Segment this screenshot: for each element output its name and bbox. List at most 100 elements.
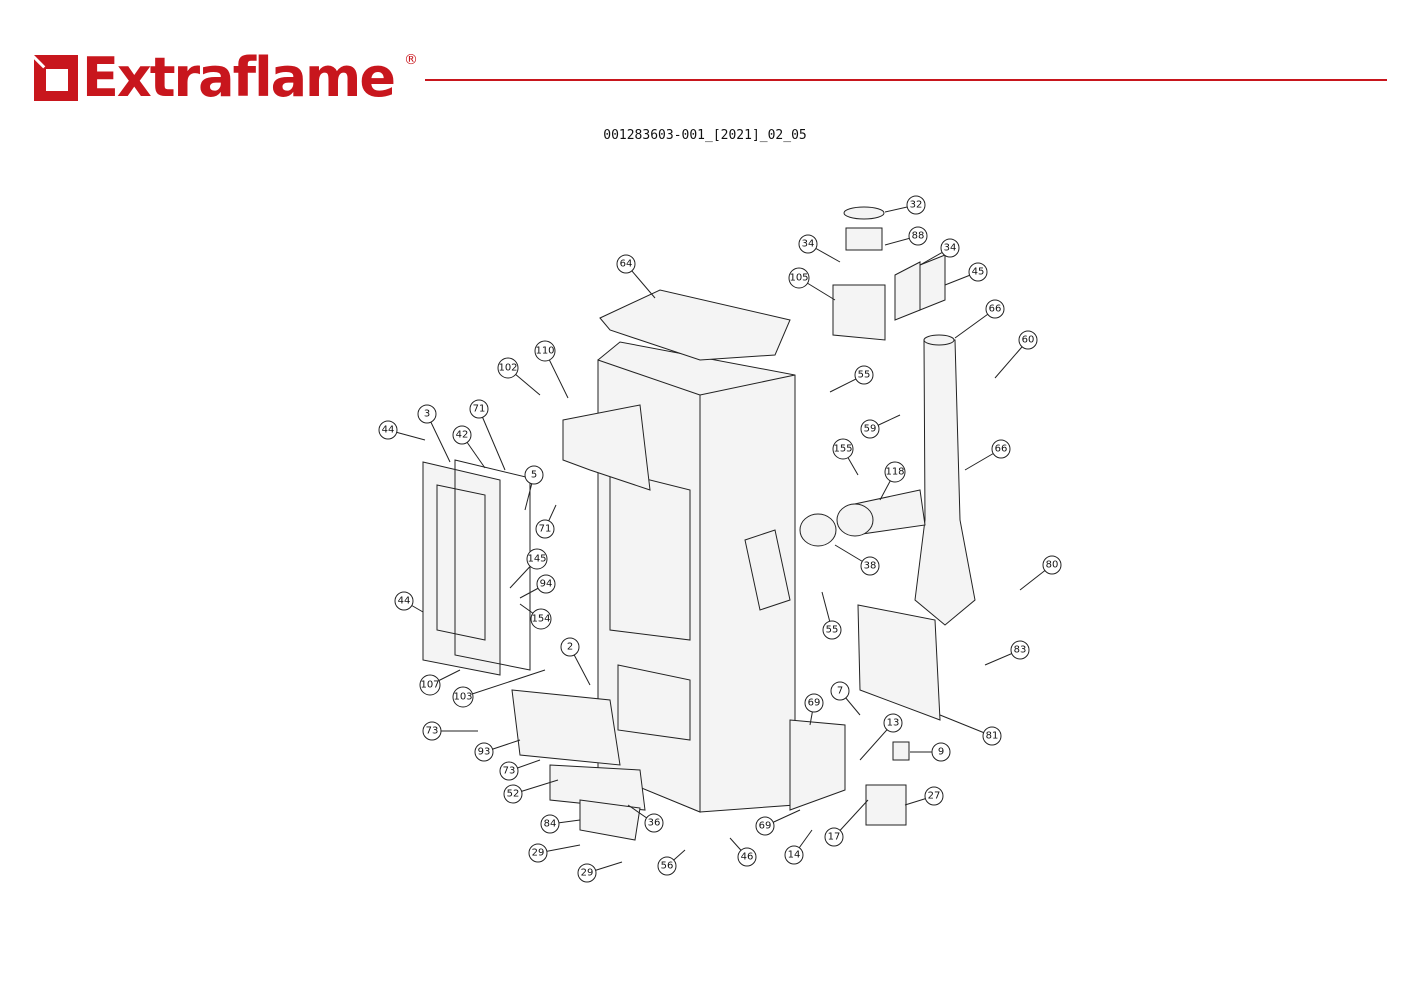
callout-69: 69	[804, 693, 824, 726]
callout-17: 17	[824, 799, 869, 847]
callout-14: 14	[784, 829, 813, 865]
door-assembly	[422, 459, 531, 676]
callout-circle	[788, 267, 810, 289]
callout-3: 3	[417, 404, 451, 463]
brand-logo: Extraflame ®	[34, 50, 418, 106]
callout-label: 118	[885, 467, 904, 478]
callout-label: 55	[858, 370, 871, 381]
callout-71: 71	[535, 504, 557, 539]
callout-label: 29	[532, 848, 545, 859]
callout-circle	[737, 847, 757, 867]
callout-29: 29	[577, 861, 623, 883]
callout-circle	[884, 461, 906, 483]
callout-32: 32	[884, 195, 926, 215]
callout-80: 80	[1019, 555, 1062, 591]
callout-circle	[985, 299, 1005, 319]
callout-circle	[924, 786, 944, 806]
callout-110: 110	[534, 340, 569, 399]
callout-label: 105	[789, 273, 808, 284]
hopper-lid	[562, 404, 651, 491]
callout-circle	[540, 814, 560, 834]
callout-circle	[560, 637, 580, 657]
callout-103: 103	[452, 669, 546, 708]
callout-label: 66	[995, 444, 1008, 455]
callout-36: 36	[627, 804, 664, 833]
leader-line	[462, 669, 546, 698]
callout-circle	[535, 519, 555, 539]
callout-7: 7	[830, 681, 861, 716]
callout-circle	[804, 693, 824, 713]
callout-label: 60	[1022, 335, 1035, 346]
callout-label: 145	[527, 554, 546, 565]
callout-circle	[830, 681, 850, 701]
callout-circle	[1010, 640, 1030, 660]
leader-line	[478, 408, 506, 471]
callout-66: 66	[964, 439, 1011, 471]
callout-label: 34	[802, 239, 815, 250]
callout-label: 102	[498, 363, 517, 374]
callout-label: 73	[503, 766, 516, 777]
callout-circle	[452, 425, 472, 445]
callout-circle	[860, 419, 880, 439]
callout-circle	[474, 742, 494, 762]
callout-label: 64	[620, 259, 633, 270]
callout-13: 13	[859, 713, 903, 761]
callout-circle	[497, 357, 519, 379]
top-panel	[599, 289, 791, 361]
callout-5: 5	[524, 465, 544, 511]
callout-circle	[755, 816, 775, 836]
callout-circle	[644, 813, 664, 833]
callout-label: 73	[426, 726, 439, 737]
callout-circle	[906, 195, 926, 215]
callout-circle	[378, 420, 398, 440]
electronics	[789, 719, 910, 826]
callout-label: 69	[808, 698, 821, 709]
callout-59: 59	[860, 414, 901, 439]
callout-2: 2	[560, 637, 591, 686]
callout-circle	[883, 713, 903, 733]
callout-55: 55	[821, 591, 842, 640]
callout-34: 34	[919, 238, 960, 266]
callout-circle	[798, 234, 818, 254]
callout-42: 42	[452, 425, 486, 469]
callout-9: 9	[910, 742, 951, 762]
callout-label: 13	[887, 718, 900, 729]
callout-81: 81	[939, 714, 1002, 746]
callout-27: 27	[904, 786, 944, 806]
callout-circle	[417, 404, 437, 424]
flue-assembly	[799, 206, 976, 626]
registered-mark: ®	[404, 52, 418, 68]
callout-label: 9	[938, 747, 944, 758]
callout-circle	[1018, 330, 1038, 350]
callout-label: 46	[741, 852, 754, 863]
callout-label: 84	[544, 819, 557, 830]
callout-label: 155	[833, 444, 852, 455]
callout-circle	[534, 340, 556, 362]
callout-label: 93	[478, 747, 491, 758]
callout-label: 38	[864, 561, 877, 572]
callout-circle	[991, 439, 1011, 459]
callout-label: 32	[910, 200, 923, 211]
document-id: 001283603-001_[2021]_02_05	[603, 128, 807, 143]
callout-44: 44	[378, 420, 426, 441]
callout-circle	[822, 620, 842, 640]
callout-circle	[824, 827, 844, 847]
callout-154: 154	[519, 603, 552, 630]
callout-circle	[657, 856, 677, 876]
callout-circle	[616, 254, 636, 274]
callout-label: 88	[912, 231, 925, 242]
callout-73: 73	[499, 759, 541, 781]
callout-94: 94	[519, 574, 556, 599]
logo-mark-icon	[34, 55, 78, 101]
callout-label: 2	[567, 642, 573, 653]
callout-46: 46	[729, 837, 757, 867]
callout-label: 17	[828, 832, 841, 843]
callout-label: 83	[1014, 645, 1027, 656]
callout-145: 145	[509, 548, 548, 589]
callout-circle	[499, 761, 519, 781]
callout-circle	[503, 784, 523, 804]
ash-drawer	[511, 689, 646, 841]
callout-label: 27	[928, 791, 941, 802]
callout-label: 71	[473, 404, 486, 415]
